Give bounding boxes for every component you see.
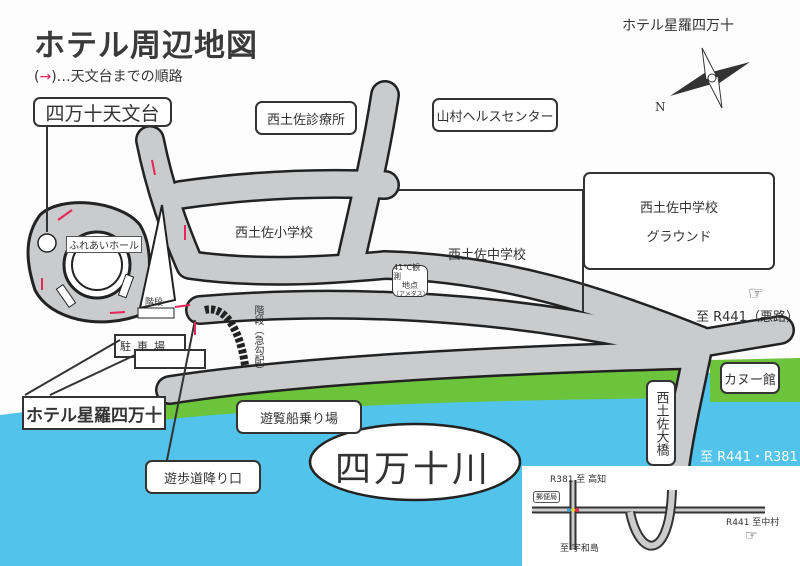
amedas-line2: 地点 <box>402 281 418 290</box>
junior-high-label: 西土佐中学校 <box>448 248 527 263</box>
river-label: 四万十川 <box>335 449 492 490</box>
legend-text: )…天文台までの順路 <box>51 69 183 85</box>
elementary-school-label: 西土佐小学校 <box>235 226 314 241</box>
bridge-label: 西土佐大橋 <box>646 380 676 466</box>
trail-entrance-label: 遊歩道降り口 <box>145 460 261 494</box>
health-center-label: 山村ヘルスセンター <box>432 98 558 132</box>
to-r441-bad-road: 至 R441（悪路） <box>696 310 799 325</box>
canoe-house-label: カヌー館 <box>720 362 780 394</box>
ground-label-line2: グラウンド <box>646 230 712 245</box>
compass-icon <box>670 47 750 109</box>
river-label-ellipse <box>308 422 522 502</box>
roads <box>135 80 795 485</box>
observatory-label: 四万十天文台 <box>33 97 172 127</box>
inset-map <box>522 466 800 566</box>
parking-label: 駐車場 <box>120 340 171 353</box>
legend-open: ( <box>34 69 40 85</box>
amedas-line3: （アメダス） <box>393 291 429 298</box>
amedas-label: 41℃観測 地点 （アメダス） <box>392 263 429 298</box>
post-office-label: 郵便局 <box>533 491 560 503</box>
building-outlines <box>24 125 584 471</box>
north-label: N <box>655 100 666 114</box>
route-arrow-icon: → <box>39 69 52 85</box>
page-title: ホテル周辺地図 <box>34 28 258 64</box>
amedas-line1: 41℃観測 <box>393 263 421 281</box>
ground-label-line1: 西土佐中学校 <box>639 201 718 216</box>
stairs-area <box>138 204 177 310</box>
hall-label: ふれあいホール <box>66 236 142 253</box>
compass-label: ホテル星羅四万十 <box>622 18 734 34</box>
ground-label: 西土佐中学校 グラウンド <box>583 172 775 270</box>
steep-stairs-path <box>204 305 249 366</box>
boat-dock-label: 遊覧船乗り場 <box>236 400 362 434</box>
pointing-hand-icon: ☞ <box>748 283 765 304</box>
hotel-label: ホテル星羅四万十 <box>22 396 166 430</box>
steep-stairs-label: 階段（急勾配） <box>252 305 263 375</box>
inset-north-label: R381 至 高知 <box>550 475 607 485</box>
stairs-label: 階段 <box>145 298 164 308</box>
inset-east-label: R441 至中村 <box>726 518 780 528</box>
telescope-icon <box>37 233 57 253</box>
stairs-steps <box>137 307 175 319</box>
clinic-label: 西土佐診療所 <box>255 101 357 135</box>
inset-south-label: 至 宇和島 <box>560 544 599 554</box>
to-r441-r381: 至 R441・R381 <box>700 450 798 465</box>
route-arrows <box>41 159 196 335</box>
inset-pointing-hand-icon: ☞ <box>745 528 758 544</box>
route-legend: (→)…天文台までの順路 <box>34 66 183 86</box>
